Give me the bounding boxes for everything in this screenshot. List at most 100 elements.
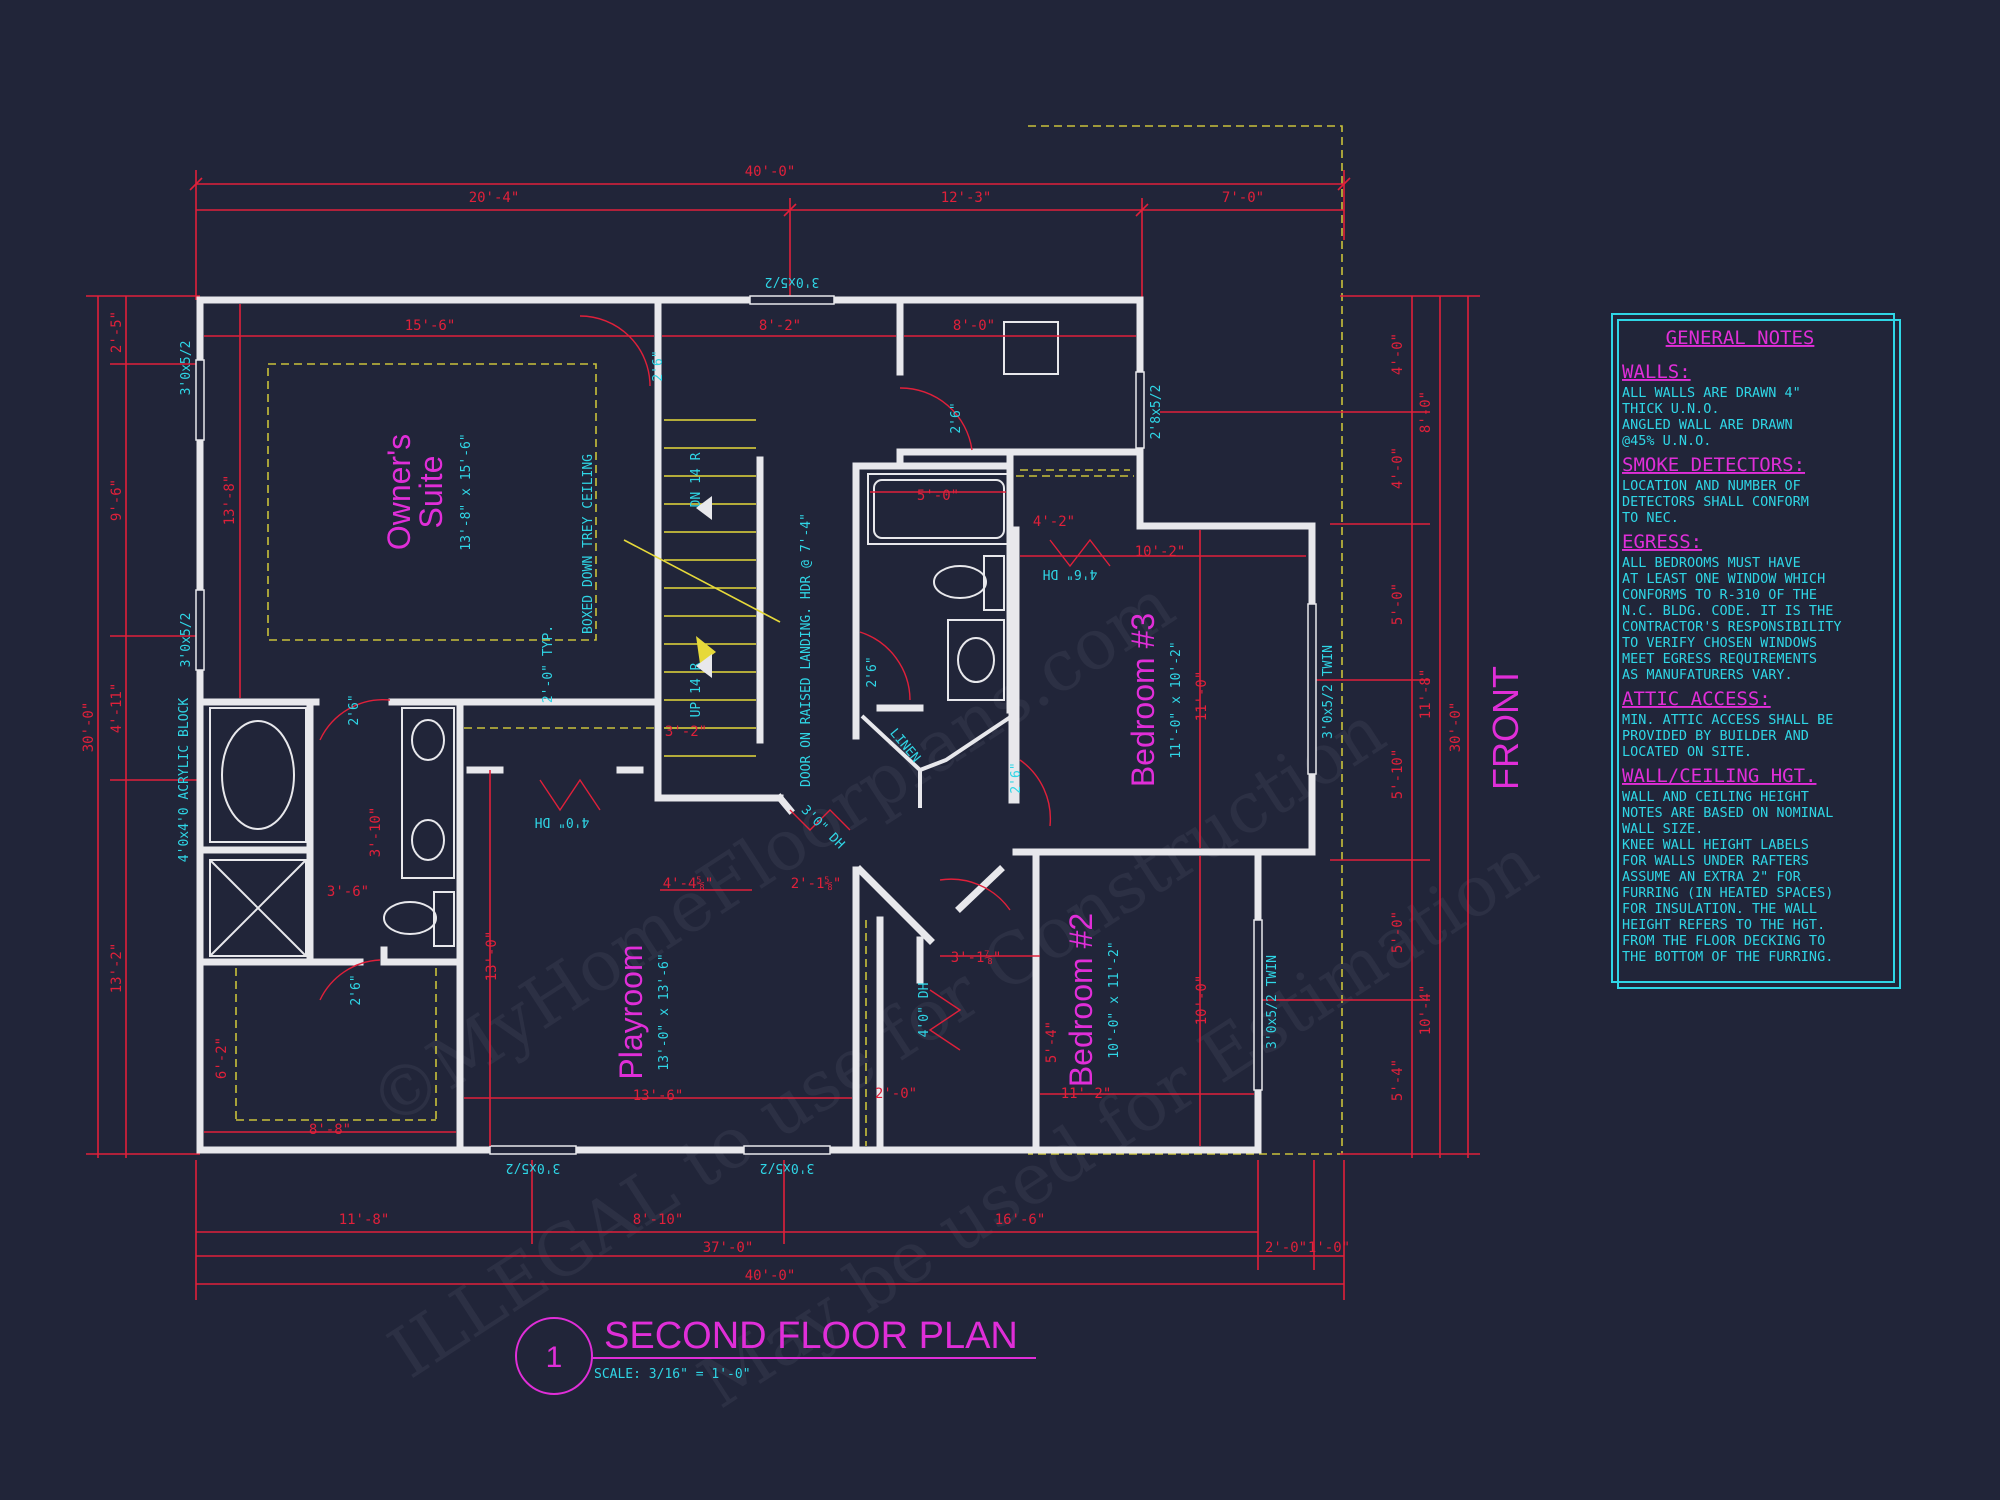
door-swing bbox=[939, 878, 1011, 911]
door-label-d4: 2'6" bbox=[949, 402, 964, 433]
tub-basin bbox=[221, 720, 295, 830]
landing-label: DOOR ON RAISED LANDING. HDR @ 7'-4" bbox=[799, 513, 814, 787]
top-dimensions: 40'-0" 20'-4" 12'-3" 7'-0" bbox=[189, 164, 1351, 300]
washer-dryer bbox=[1003, 321, 1059, 375]
toilet-tank bbox=[983, 555, 1005, 611]
sink-icon bbox=[411, 819, 445, 861]
room-owners-suite-line1: Owner's bbox=[381, 434, 417, 550]
notes-line: FOR INSULATION. THE WALL bbox=[1622, 901, 1817, 917]
notes-line: PROVIDED BY BUILDER AND bbox=[1622, 728, 1809, 744]
room-owners-suite-line2: Suite bbox=[413, 456, 449, 529]
door-swing bbox=[859, 631, 911, 701]
notes-section-heading: WALL/CEILING HGT. bbox=[1622, 765, 1816, 787]
sink-icon bbox=[957, 637, 995, 683]
double-vanity bbox=[401, 707, 455, 879]
general-notes-panel: GENERAL NOTES WALLS:ALL WALLS ARE DRAWN … bbox=[1611, 313, 1901, 989]
inner-dimensions: 15'-6" 8'-2" 8'-0" 13'-8" 5'-0" 4'-2" 10… bbox=[204, 304, 1306, 1146]
notes-line: CONTRACTOR'S RESPONSIBILITY bbox=[1622, 619, 1841, 635]
inner-dim-d13: 8'-8" bbox=[309, 1122, 351, 1138]
shower bbox=[209, 859, 307, 957]
door-swing bbox=[319, 698, 391, 741]
notes-line: MIN. ATTIC ACCESS SHALL BE bbox=[1622, 712, 1833, 728]
room-owners-suite-size: 13'-8" x 15'-6" bbox=[459, 433, 474, 550]
yellow-details bbox=[235, 363, 1134, 1146]
notes-box bbox=[1611, 313, 1895, 983]
bifold-door bbox=[1049, 538, 1111, 568]
notes-body: WALLS:ALL WALLS ARE DRAWN 4"THICK U.N.O.… bbox=[1622, 361, 1841, 965]
notes-line: LOCATED ON SITE. bbox=[1622, 744, 1752, 760]
front-label: FRONT bbox=[1485, 666, 1526, 790]
notes-line: TO NEC. bbox=[1622, 510, 1679, 526]
inner-dim-d14: 3'-10" bbox=[368, 807, 384, 858]
room-labels: Owner's Suite 13'-8" x 15'-6" Playroom 1… bbox=[381, 433, 1184, 1087]
stairs bbox=[623, 419, 781, 757]
notes-line: NOTES ARE BASED ON NOMINAL bbox=[1622, 805, 1833, 821]
dim-bottom-e: 1'-0" bbox=[1308, 1240, 1350, 1256]
dim-right-h: 11'-8" bbox=[1418, 669, 1434, 720]
notes-line: FOR WALLS UNDER RAFTERS bbox=[1622, 853, 1809, 869]
door-label-d3: 2'6" bbox=[349, 974, 364, 1005]
door-swing bbox=[579, 315, 651, 387]
dim-left-c: 4'-11" bbox=[109, 683, 125, 734]
dim-bottom-b: 8'-10" bbox=[633, 1212, 684, 1228]
dim-top-a: 20'-4" bbox=[469, 190, 520, 206]
inner-dim-d4: 13'-8" bbox=[222, 475, 238, 526]
inner-dim-d2: 8'-2" bbox=[759, 318, 801, 334]
dim-right-e: 5'-0" bbox=[1390, 911, 1406, 953]
hall-bathtub bbox=[867, 473, 1011, 545]
stairs-arrow-down-icon bbox=[696, 496, 712, 520]
inner-dim-d16: 6'-2" bbox=[214, 1037, 230, 1079]
dim-left-d: 13'-2" bbox=[109, 943, 125, 994]
inner-dim-d18: 10'-0" bbox=[1194, 975, 1210, 1026]
bifold-door bbox=[789, 809, 851, 831]
dim-top-overall: 40'-0" bbox=[745, 164, 796, 180]
room-bedroom2-name: Bedroom #2 bbox=[1063, 913, 1099, 1087]
notes-line: ANGLED WALL ARE DRAWN bbox=[1622, 417, 1793, 433]
notes-line: AS MANUFATURERS VARY. bbox=[1622, 667, 1793, 683]
door-swing bbox=[1019, 759, 1052, 827]
door-label-dh4: 4'6" DH bbox=[1043, 566, 1098, 581]
inner-dim-d17: 11'-0" bbox=[1194, 671, 1210, 722]
notes-line: LOCATION AND NUMBER OF bbox=[1622, 478, 1801, 494]
window-label-left2: 3'0x5/2 bbox=[179, 613, 194, 668]
dim-right-d: 5'-10" bbox=[1390, 749, 1406, 800]
window-label-bed3: 3'0x5/2 TWIN bbox=[1321, 645, 1336, 739]
dim-left-b: 9'-6" bbox=[109, 479, 125, 521]
right-dimensions: 4'-0" 4'-0" 5'-0" 5'-10" 5'-0" 5'-4" 8'-… bbox=[1160, 295, 1480, 1158]
title-text: SECOND FLOOR PLAN bbox=[604, 1315, 1018, 1357]
stairs-up-label: UP 14 R bbox=[689, 662, 704, 717]
dim-right-f: 5'-4" bbox=[1390, 1059, 1406, 1101]
inner-dim-d12: 13'-6" bbox=[633, 1088, 684, 1104]
sink-icon bbox=[411, 719, 445, 761]
room-bedroom3-name: Bedroom #3 bbox=[1125, 613, 1161, 787]
dim-right-g: 8'-0" bbox=[1418, 391, 1434, 433]
dim-right-b: 4'-0" bbox=[1390, 447, 1406, 489]
room-bedroom2-size: 10'-0" x 11'-2" bbox=[1107, 941, 1122, 1058]
dim-right-overall: 30'-0" bbox=[1448, 702, 1464, 753]
inner-dim-d1: 15'-6" bbox=[405, 318, 456, 334]
dim-bottom-c: 16'-6" bbox=[995, 1212, 1046, 1228]
bathtub bbox=[209, 707, 307, 843]
window-label-top: 3'0x5/2 bbox=[765, 274, 820, 289]
porch-outline bbox=[1028, 125, 1343, 1155]
inner-dim-d15: 3'-6" bbox=[327, 884, 369, 900]
notes-line: AT LEAST ONE WINDOW WHICH bbox=[1622, 571, 1825, 587]
windows: 3'0x5/2 3'0x5/2 3'0x5/2 2'8x5/2 3'0x5/2 … bbox=[179, 274, 1336, 1175]
stairs-dn-label: DN 14 R bbox=[689, 452, 704, 507]
door-label-d1: 2'6" bbox=[651, 350, 666, 381]
trey-ceiling-outline bbox=[267, 363, 597, 641]
stairs-break-icon bbox=[696, 636, 716, 664]
inner-dim-d22: 13'-0" bbox=[484, 931, 500, 982]
dim-bottom-overall: 40'-0" bbox=[745, 1268, 796, 1284]
notes-line: ALL WALLS ARE DRAWN 4" bbox=[1622, 385, 1801, 401]
window-label-bottom1: 3'0x5/2 bbox=[506, 1160, 561, 1175]
notes-shadow-box bbox=[1617, 319, 1901, 989]
door-label-dh2: 4'0" DH bbox=[917, 983, 932, 1038]
dim-bottom-sub: 37'-0" bbox=[703, 1240, 754, 1256]
title-number: 1 bbox=[546, 1341, 563, 1374]
notes-section-heading: EGRESS: bbox=[1622, 531, 1702, 553]
left-dimensions: 30'-0" 2'-5" 9'-6" 4'-11" 13'-2" bbox=[81, 295, 200, 1158]
inner-dim-d10: 2'-1⅝" bbox=[791, 876, 842, 892]
notes-heading: GENERAL NOTES bbox=[1666, 327, 1815, 349]
notes-line: THICK U.N.O. bbox=[1622, 401, 1720, 417]
